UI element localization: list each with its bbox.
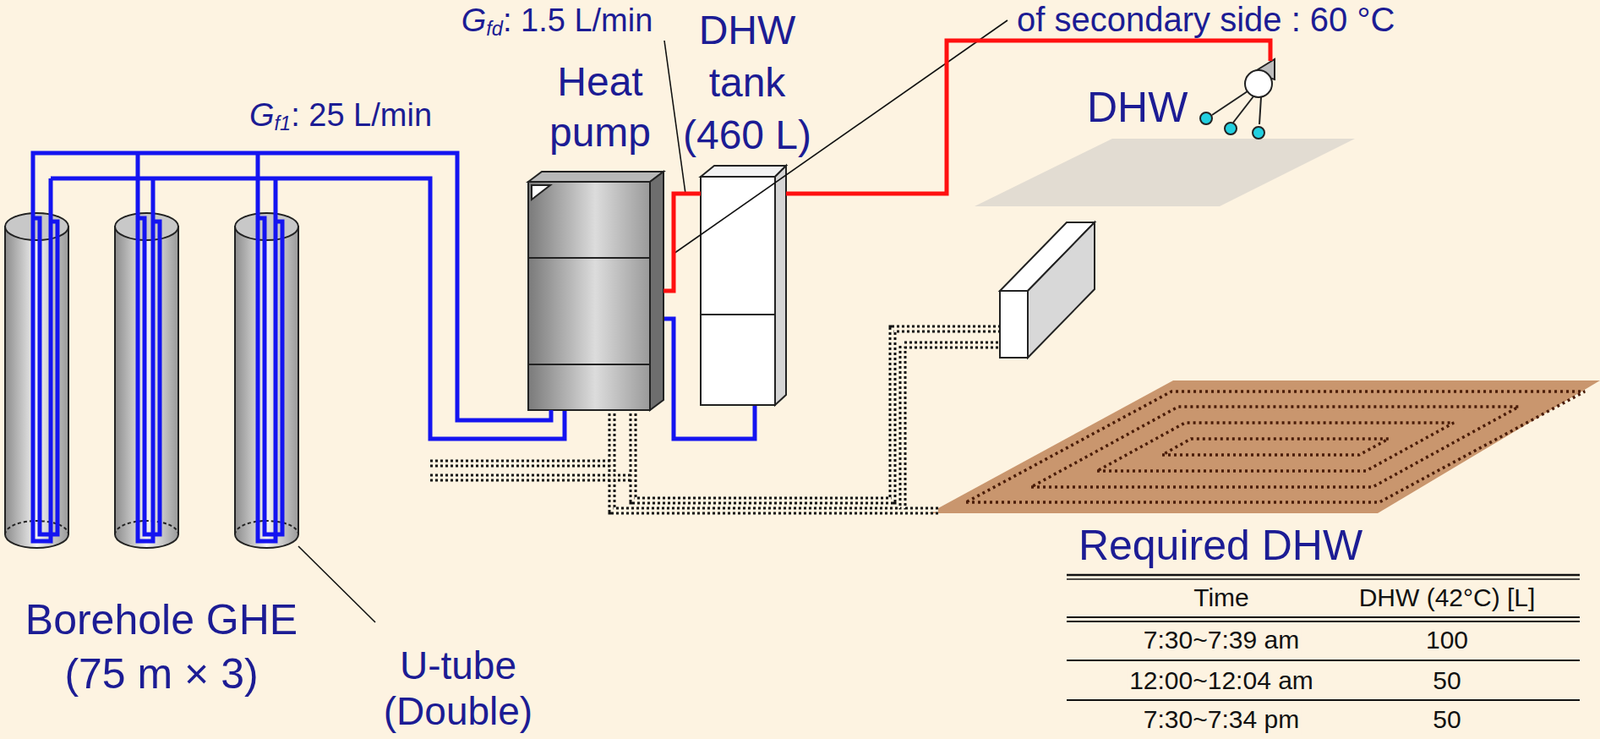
table-rule — [1066, 698, 1580, 701]
temperature-note: of secondary side : 60 °C — [1014, 0, 1398, 39]
shower-rose — [1245, 70, 1273, 98]
flow-rate: Gf1: 25 L/min — [246, 96, 435, 143]
cabinet-front — [528, 181, 650, 410]
u-tube — [32, 218, 58, 535]
borehole-bottom — [234, 520, 299, 535]
bathroom-floor — [974, 138, 1355, 207]
table-rule — [1066, 573, 1580, 577]
heating-pipe — [902, 344, 1000, 511]
node-label: DHW — [1086, 83, 1188, 132]
flow-rate: Gfd: 1.5 L/min — [458, 1, 656, 49]
pipe-connector — [663, 193, 701, 291]
borehole-cylinders — [5, 212, 299, 548]
table-rule — [1066, 620, 1580, 623]
node-label: Borehole GHE (75 m × 3) — [0, 592, 323, 701]
floor-coil-loop — [1162, 438, 1389, 455]
heating-pipe-core — [902, 344, 1000, 511]
node-label: DHW tank (460 L) — [666, 4, 828, 162]
floor-coil-loop — [1031, 406, 1519, 487]
table-header: Time — [1190, 582, 1252, 613]
heating-pipe-core — [430, 462, 612, 465]
u-tube — [32, 178, 51, 541]
borehole-bottom — [5, 520, 69, 535]
shower-cone — [1252, 59, 1275, 80]
tank-seam — [700, 313, 776, 316]
u-tube — [137, 218, 160, 535]
borehole-bottom — [114, 520, 179, 535]
cabinet-top — [528, 171, 664, 182]
fan-coil-unit — [999, 222, 1095, 358]
part-name: U-tube (Double) — [369, 642, 547, 734]
table-cell: 50 — [1430, 704, 1464, 735]
borehole — [5, 226, 69, 548]
cabinet-side — [649, 171, 664, 410]
table-cell: 7:30~7:34 pm — [1141, 704, 1302, 735]
fan-coil-top — [999, 222, 1095, 291]
table-rule — [1066, 659, 1580, 661]
pipe-connector — [32, 152, 552, 421]
heating-pipe — [633, 328, 1000, 501]
floor-heating-panel — [928, 380, 1600, 514]
pipe-connector — [786, 40, 1271, 194]
table-cell: 7:30~7:39 am — [1141, 624, 1302, 656]
borehole-top — [234, 212, 299, 241]
borehole — [114, 226, 179, 548]
heating-pipe-core — [611, 413, 939, 511]
heating-pipe — [430, 474, 634, 482]
table-rule — [1066, 578, 1580, 580]
cabinet-badge — [531, 185, 551, 200]
table-rule — [1066, 616, 1580, 618]
fan-coil-side — [1027, 222, 1095, 358]
table-cell: 100 — [1423, 624, 1471, 656]
borehole — [234, 226, 299, 548]
table-header: DHW (42°C) [L] — [1356, 582, 1539, 613]
dhw-outlet: DHW — [1081, 60, 1285, 142]
heating-pipe — [430, 459, 612, 468]
table-title: Required DHW — [1075, 521, 1366, 569]
leader-line — [298, 546, 376, 623]
water-drop — [1200, 112, 1213, 125]
heat-pump-cabinet — [528, 171, 664, 410]
heating-pipe — [611, 413, 939, 511]
dhw-tank: DHW tank (460 L) — [700, 165, 787, 405]
floor-coil-loop — [966, 391, 1585, 503]
u-tube — [137, 152, 153, 541]
ground-loop-pipes — [32, 152, 755, 541]
heating-pipe-core — [633, 328, 1000, 501]
borehole-top — [5, 212, 69, 241]
return-pipe — [50, 178, 565, 439]
cabinet-seam — [528, 257, 650, 365]
heat-pump: Heat pump — [528, 171, 664, 410]
dhw-tank-body — [700, 165, 787, 405]
borehole-top — [114, 212, 179, 241]
tank-return-pipe — [663, 318, 755, 439]
node-label: Heat pump — [515, 56, 685, 159]
shower-head — [1200, 59, 1275, 139]
u-tube — [257, 218, 283, 535]
water-drop — [1224, 122, 1237, 135]
tank-top — [700, 165, 787, 177]
tank-front — [700, 176, 776, 405]
floor-coil-loop — [1097, 422, 1454, 471]
table-cell: 50 — [1430, 665, 1464, 696]
u-tube — [257, 152, 276, 541]
borehole-field: Borehole GHE (75 m × 3) — [5, 211, 299, 547]
leader-line — [664, 40, 686, 194]
tank-side — [775, 165, 787, 405]
heating-pipes — [430, 328, 1000, 511]
table-cell: 12:00~12:04 am — [1126, 665, 1317, 696]
heating-pipe-core — [430, 476, 634, 480]
shower-spray — [1212, 91, 1262, 125]
fan-coil-front — [999, 290, 1028, 358]
water-drop — [1252, 126, 1265, 139]
floor-heating-coil — [966, 391, 1585, 503]
table-rules — [1066, 574, 1580, 700]
